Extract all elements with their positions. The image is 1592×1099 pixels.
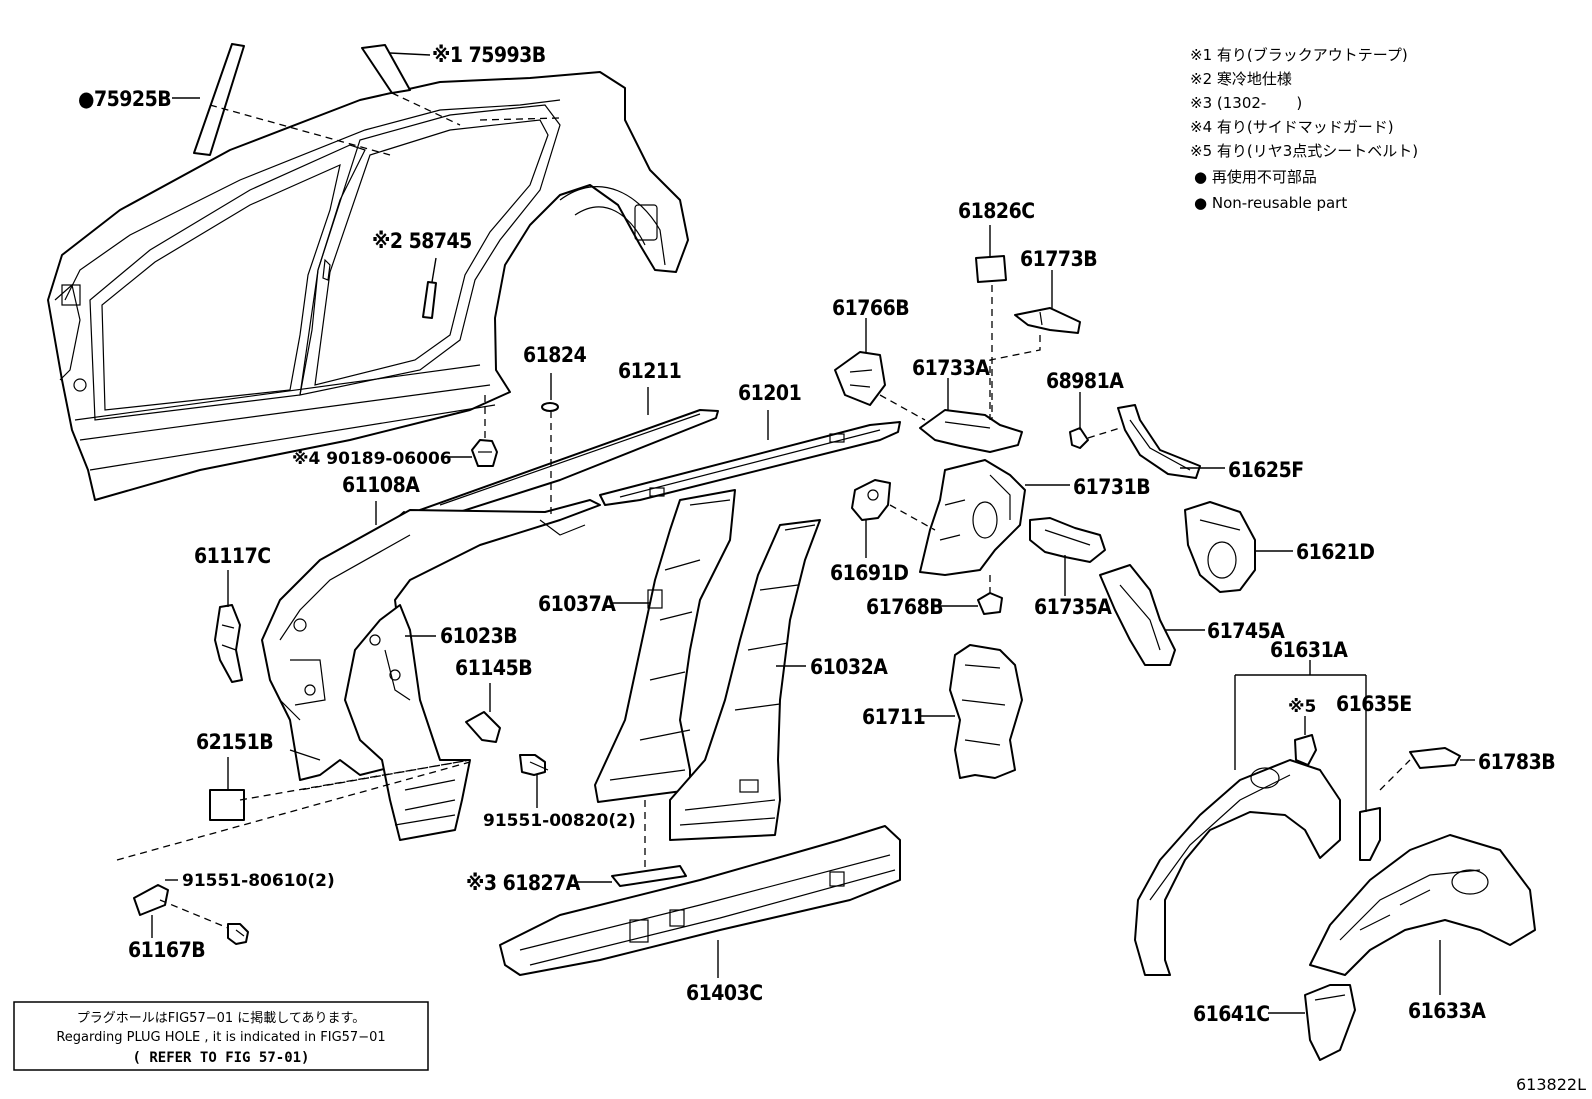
part-75925B-shape[interactable] bbox=[193, 43, 245, 156]
part-61631A-shape[interactable] bbox=[1134, 759, 1341, 976]
reference-note-box: プラグホールはFIG57−01 に掲載してあります。 Regarding PLU… bbox=[13, 1001, 429, 1071]
label-61201[interactable]: 61201 bbox=[738, 381, 802, 405]
legend-item-4: ※4 有り(サイドマッドガード) bbox=[1190, 118, 1394, 136]
legend-item-1: ※1 有り(ブラックアウトテープ) bbox=[1190, 46, 1408, 64]
label-61731B[interactable]: 61731B bbox=[1073, 475, 1151, 499]
part-61691D-shape[interactable] bbox=[851, 479, 891, 521]
note-line-japanese: プラグホールはFIG57−01 に掲載してあります。 bbox=[77, 1010, 365, 1026]
note-line-refer[interactable]: ( REFER TO FIG 57-01) bbox=[132, 1050, 309, 1066]
label-61691D[interactable]: 61691D bbox=[830, 561, 909, 585]
label-61711[interactable]: 61711 bbox=[862, 705, 926, 729]
label-61032A[interactable]: 61032A bbox=[810, 655, 889, 679]
label-61117C[interactable]: 61117C bbox=[194, 544, 271, 568]
label-61826C[interactable]: 61826C bbox=[958, 199, 1035, 223]
label-61635E[interactable]: 61635E bbox=[1336, 692, 1412, 716]
part-61731B-shape[interactable] bbox=[919, 459, 1026, 576]
label-61145B[interactable]: 61145B bbox=[455, 656, 533, 680]
legend-item-5: ※5 有り(リヤ3点式シートベルト) bbox=[1190, 142, 1418, 160]
label-91551-80610[interactable]: 91551-80610(2) bbox=[182, 871, 335, 891]
label-61167B[interactable]: 61167B bbox=[128, 938, 206, 962]
label-61631A[interactable]: 61631A bbox=[1270, 638, 1349, 662]
label-61108A[interactable]: 61108A bbox=[342, 473, 421, 497]
part-61641C-shape[interactable] bbox=[1304, 984, 1356, 1061]
part-61633A-shape[interactable] bbox=[1309, 834, 1536, 976]
legend-item-2: ※2 寒冷地仕様 bbox=[1190, 70, 1292, 88]
part-91551-80610-shape[interactable] bbox=[227, 923, 249, 945]
label-61824[interactable]: 61824 bbox=[523, 343, 587, 367]
label-61766B[interactable]: 61766B bbox=[832, 296, 910, 320]
part-labels: ※1 75993B ●75925B ※2 58745 ※4 90189-0600… bbox=[78, 43, 1556, 1026]
part-61037A-inner-shape[interactable] bbox=[344, 604, 471, 841]
label-75993B[interactable]: ※1 75993B bbox=[432, 43, 546, 67]
part-61826C-shape[interactable] bbox=[975, 255, 1007, 283]
part-61167B-shape[interactable] bbox=[133, 884, 169, 916]
note-frame bbox=[13, 1001, 429, 1071]
label-61403C[interactable]: 61403C bbox=[686, 981, 763, 1005]
label-61641C[interactable]: 61641C bbox=[1193, 1002, 1270, 1026]
part-61824-shape[interactable] bbox=[541, 402, 559, 412]
label-61621D[interactable]: 61621D bbox=[1296, 540, 1375, 564]
part-61023B-shape[interactable] bbox=[261, 499, 601, 781]
part-58745-shape[interactable] bbox=[422, 281, 437, 319]
label-note5[interactable]: ※5 bbox=[1288, 697, 1316, 717]
label-68981A[interactable]: 68981A bbox=[1046, 369, 1125, 393]
label-62151B[interactable]: 62151B bbox=[196, 730, 274, 754]
part-61827A-shape[interactable] bbox=[611, 865, 687, 887]
label-61735A[interactable]: 61735A bbox=[1034, 595, 1113, 619]
label-61211[interactable]: 61211 bbox=[618, 359, 682, 383]
part-61733A-shape[interactable] bbox=[919, 409, 1023, 453]
part-61783B-shape[interactable] bbox=[1409, 747, 1461, 769]
part-61635E-shape[interactable] bbox=[1359, 807, 1381, 861]
part-61403C-shape[interactable] bbox=[499, 825, 901, 976]
label-61783B[interactable]: 61783B bbox=[1478, 750, 1556, 774]
label-75925B[interactable]: ●75925B bbox=[78, 87, 172, 111]
label-61023B[interactable]: 61023B bbox=[440, 624, 518, 648]
part-61735A-shape[interactable] bbox=[1029, 517, 1106, 563]
part-61766B-shape[interactable] bbox=[834, 351, 886, 406]
label-91551-00820[interactable]: 91551-00820(2) bbox=[483, 811, 636, 831]
label-61633A[interactable]: 61633A bbox=[1408, 999, 1487, 1023]
part-61117C-shape[interactable] bbox=[214, 604, 243, 683]
label-61625F[interactable]: 61625F bbox=[1228, 458, 1304, 482]
part-61625F-shape[interactable] bbox=[1117, 404, 1201, 479]
body-side-outer-panel[interactable] bbox=[47, 71, 689, 501]
assembly-dashed-lines bbox=[116, 92, 1411, 929]
label-61733A[interactable]: 61733A bbox=[912, 356, 991, 380]
legend-item-7: ● Non-reusable part bbox=[1194, 194, 1347, 212]
part-61711-shape[interactable] bbox=[949, 644, 1023, 779]
label-61745A[interactable]: 61745A bbox=[1207, 619, 1286, 643]
legend-item-3: ※3 (1302- ) bbox=[1190, 94, 1302, 112]
label-61773B[interactable]: 61773B bbox=[1020, 247, 1098, 271]
part-90189-06006-shape[interactable] bbox=[471, 439, 498, 467]
part-61745A-shape[interactable] bbox=[1099, 564, 1176, 666]
part-61032A-shape[interactable] bbox=[669, 519, 821, 841]
part-61768B-shape[interactable] bbox=[977, 592, 1003, 615]
label-90189-06006[interactable]: ※4 90189-06006 bbox=[292, 449, 452, 469]
legend: ※1 有り(ブラックアウトテープ) ※2 寒冷地仕様 ※3 (1302- ) ※… bbox=[1190, 46, 1418, 212]
part-note5-bracket-shape[interactable] bbox=[1294, 734, 1317, 766]
part-62151B-shape[interactable] bbox=[209, 789, 245, 821]
part-61145B-shape[interactable] bbox=[465, 711, 501, 743]
label-58745[interactable]: ※2 58745 bbox=[372, 229, 472, 253]
part-61773B-shape[interactable] bbox=[1014, 307, 1081, 334]
part-75993B-shape[interactable] bbox=[361, 44, 411, 94]
label-61037A[interactable]: 61037A bbox=[538, 592, 617, 616]
note-line-english: Regarding PLUG HOLE , it is indicated in… bbox=[56, 1030, 385, 1045]
figure-id: 613822L bbox=[1516, 1075, 1586, 1094]
label-61768B[interactable]: 61768B bbox=[866, 595, 944, 619]
part-91551-00820-shape[interactable] bbox=[519, 754, 549, 776]
part-68981A-shape[interactable] bbox=[1069, 427, 1089, 449]
leader-lines bbox=[151, 52, 1475, 1014]
label-61827A[interactable]: ※3 61827A bbox=[466, 871, 581, 895]
legend-item-6: ● 再使用不可部品 bbox=[1194, 168, 1317, 186]
part-61621D-shape[interactable] bbox=[1184, 501, 1256, 593]
